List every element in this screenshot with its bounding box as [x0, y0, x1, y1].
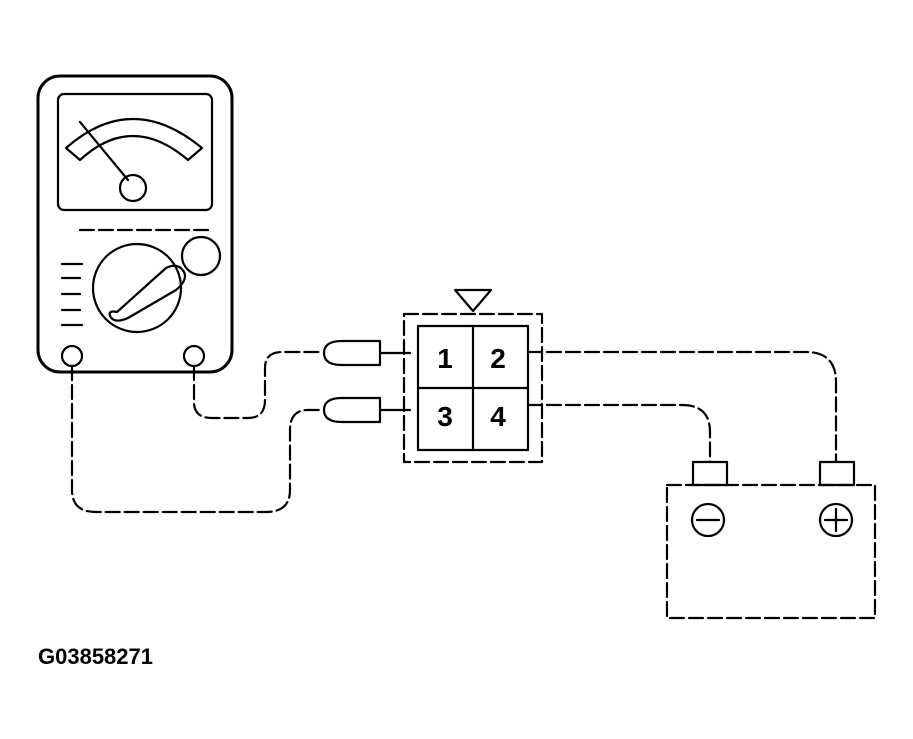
jumper-wire-negative — [526, 403, 712, 464]
battery-terminal-positive[interactable] — [818, 460, 856, 487]
battery-terminal-negative[interactable] — [691, 460, 729, 487]
connector-pin-3[interactable]: 3 — [437, 401, 453, 432]
zero-adjust-knob[interactable] — [180, 235, 222, 277]
battery — [665, 460, 877, 620]
probe-jack-right[interactable] — [182, 344, 206, 368]
meter-display-window — [56, 92, 214, 212]
range-tick-marks — [60, 262, 84, 327]
svg-text:2: 2 — [490, 343, 506, 374]
test-lead-left — [70, 364, 324, 514]
battery-case — [665, 483, 877, 620]
probe-tip-upper[interactable] — [322, 339, 412, 367]
range-selector-knob[interactable] — [108, 264, 187, 322]
plus-icon — [818, 502, 854, 538]
connector-lock-tab — [453, 288, 493, 313]
svg-text:3: 3 — [437, 401, 453, 432]
range-selector-dial[interactable] — [91, 242, 183, 334]
jumper-wire-positive — [526, 350, 838, 464]
connector: 1 2 3 4 — [402, 288, 544, 464]
connector-housing — [402, 312, 544, 464]
figure-id: G03858271 — [38, 644, 153, 669]
connector-pin-4[interactable]: 4 — [490, 401, 506, 432]
connector-pin-2[interactable]: 2 — [490, 343, 506, 374]
meter-scale-arc — [64, 118, 204, 162]
minus-icon — [690, 502, 726, 538]
probe-jack-left[interactable] — [60, 344, 84, 368]
probe-tip-lower[interactable] — [322, 396, 412, 424]
svg-text:4: 4 — [490, 401, 506, 432]
svg-text:1: 1 — [437, 343, 453, 374]
needle-pivot — [118, 173, 148, 203]
connector-pin-1[interactable]: 1 — [437, 343, 453, 374]
multimeter-body — [36, 74, 234, 374]
meter-needle — [78, 120, 130, 182]
multimeter — [36, 74, 234, 374]
test-lead-right — [192, 350, 324, 420]
